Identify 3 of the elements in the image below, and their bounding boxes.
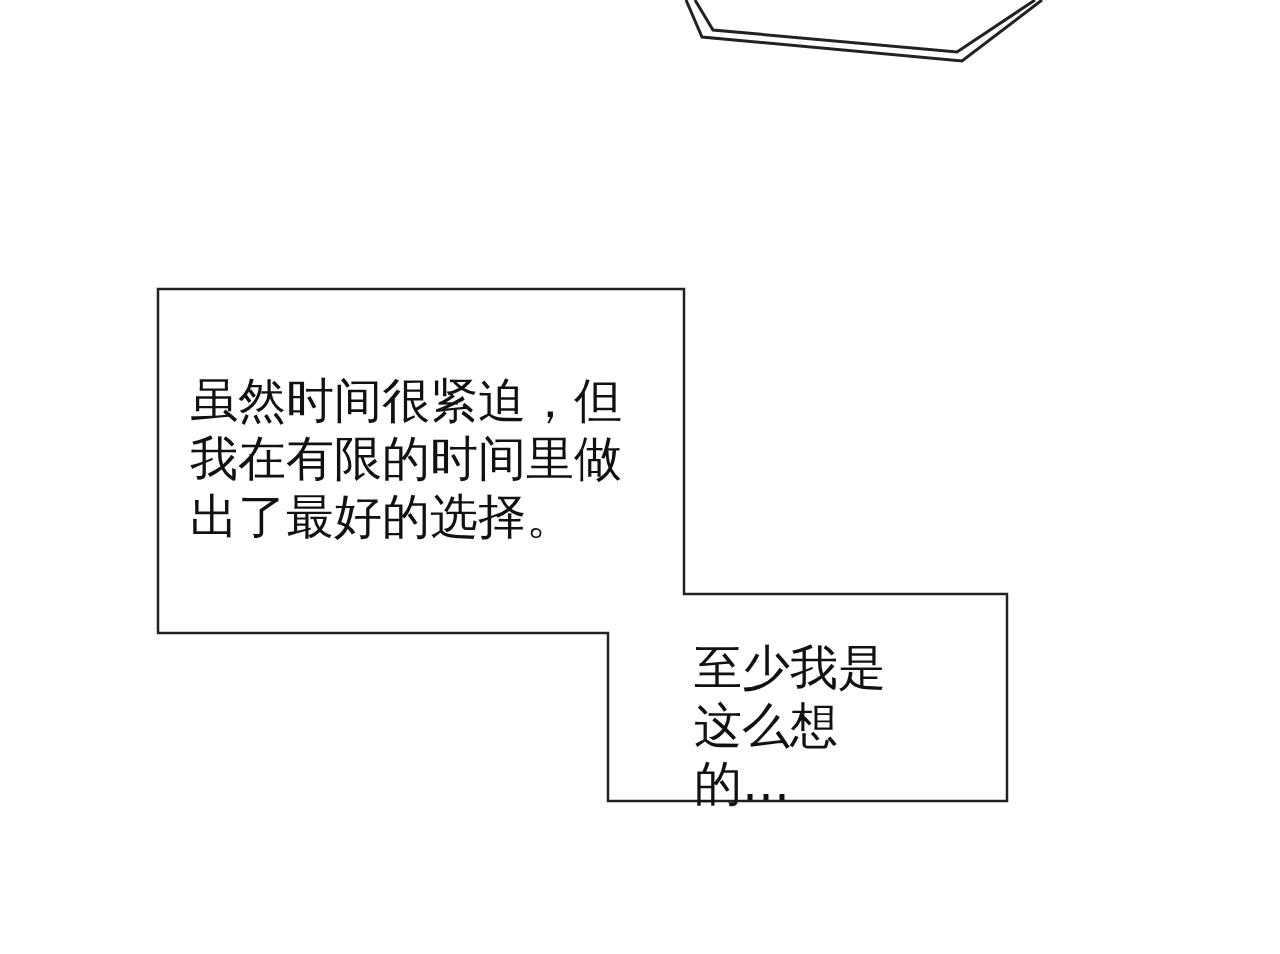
narration-text: 至少我是这么想的… <box>694 638 887 812</box>
narration-text: 虽然时间很紧迫，但我在有限的时间里做出了最好的选择。 <box>190 371 623 545</box>
speech-bubble <box>684 0 1043 63</box>
